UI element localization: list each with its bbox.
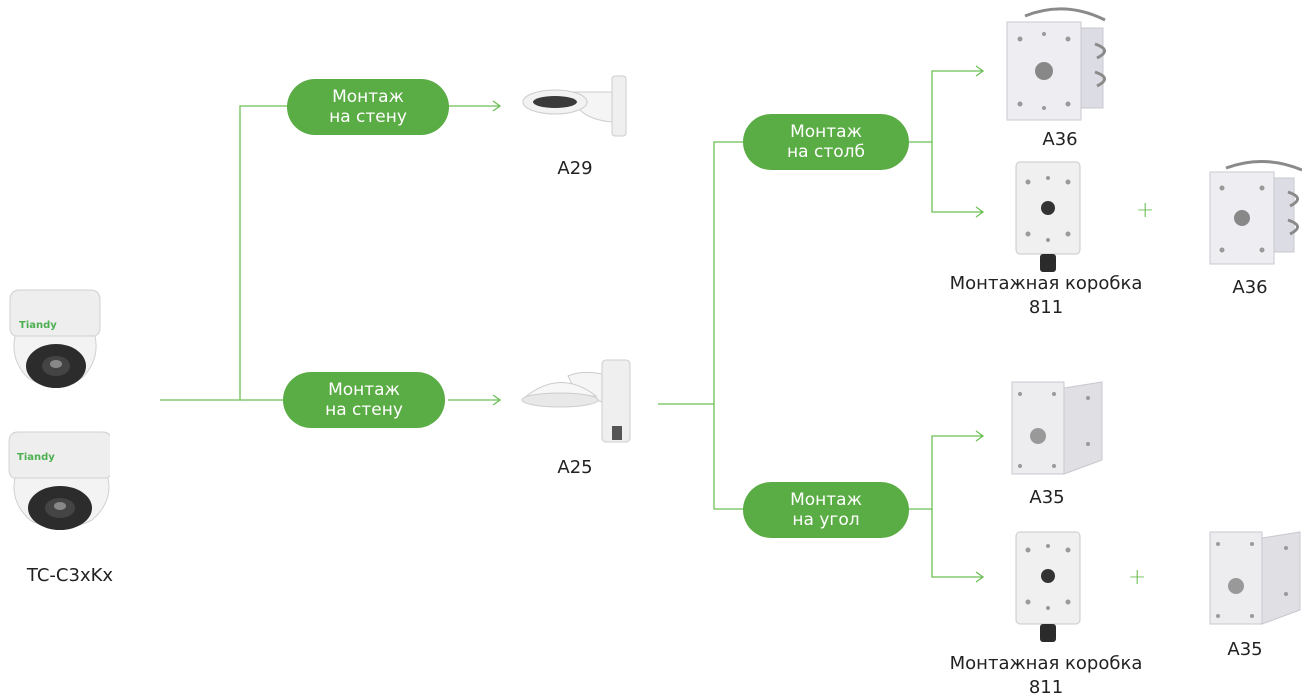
a29-bracket-image [520, 72, 632, 146]
step-label: Монтаж на угол [790, 490, 862, 530]
camera-image-bottom: Tiandy [0, 424, 113, 540]
a36-label-top: A36 [1042, 129, 1078, 150]
a35-corner-bracket-image-top [1008, 378, 1106, 482]
junction-box-label-corner: Монтажная коробка 811 [949, 653, 1143, 698]
plus-sign-corner: + [1128, 565, 1147, 590]
step-pole-mount: Монтаж на столб [743, 114, 909, 170]
step-wall-mount-1: Монтаж на стену [287, 79, 449, 135]
camera-image-top: Tiandy [0, 282, 110, 398]
brand-logo: Tiandy [17, 452, 55, 463]
a35-corner-bracket-image-right [1206, 528, 1302, 632]
junction-box-label-pole: Монтажная коробка 811 [949, 273, 1143, 318]
a35-label-right: A35 [1227, 639, 1263, 660]
camera-label: TC-C3xKx [26, 565, 114, 586]
step-label: Монтаж на столб [787, 122, 865, 162]
junction-box-image-pole [1010, 160, 1086, 282]
a29-label: A29 [557, 158, 593, 179]
junction-box-image-corner [1010, 530, 1086, 652]
a25-label: A25 [557, 457, 593, 478]
a35-label-top: A35 [1029, 487, 1065, 508]
a36-pole-bracket-image-right [1208, 158, 1302, 272]
step-wall-mount-2: Монтаж на стену [283, 372, 445, 428]
plus-sign-pole: + [1136, 198, 1155, 223]
step-label: Монтаж на стену [325, 380, 403, 420]
brand-logo: Tiandy [19, 320, 57, 331]
step-label: Монтаж на стену [329, 87, 407, 127]
step-corner-mount: Монтаж на угол [743, 482, 909, 538]
a25-bracket-image [520, 356, 640, 452]
a36-label-right: A36 [1232, 277, 1268, 298]
a36-pole-bracket-image-top [1005, 4, 1115, 126]
